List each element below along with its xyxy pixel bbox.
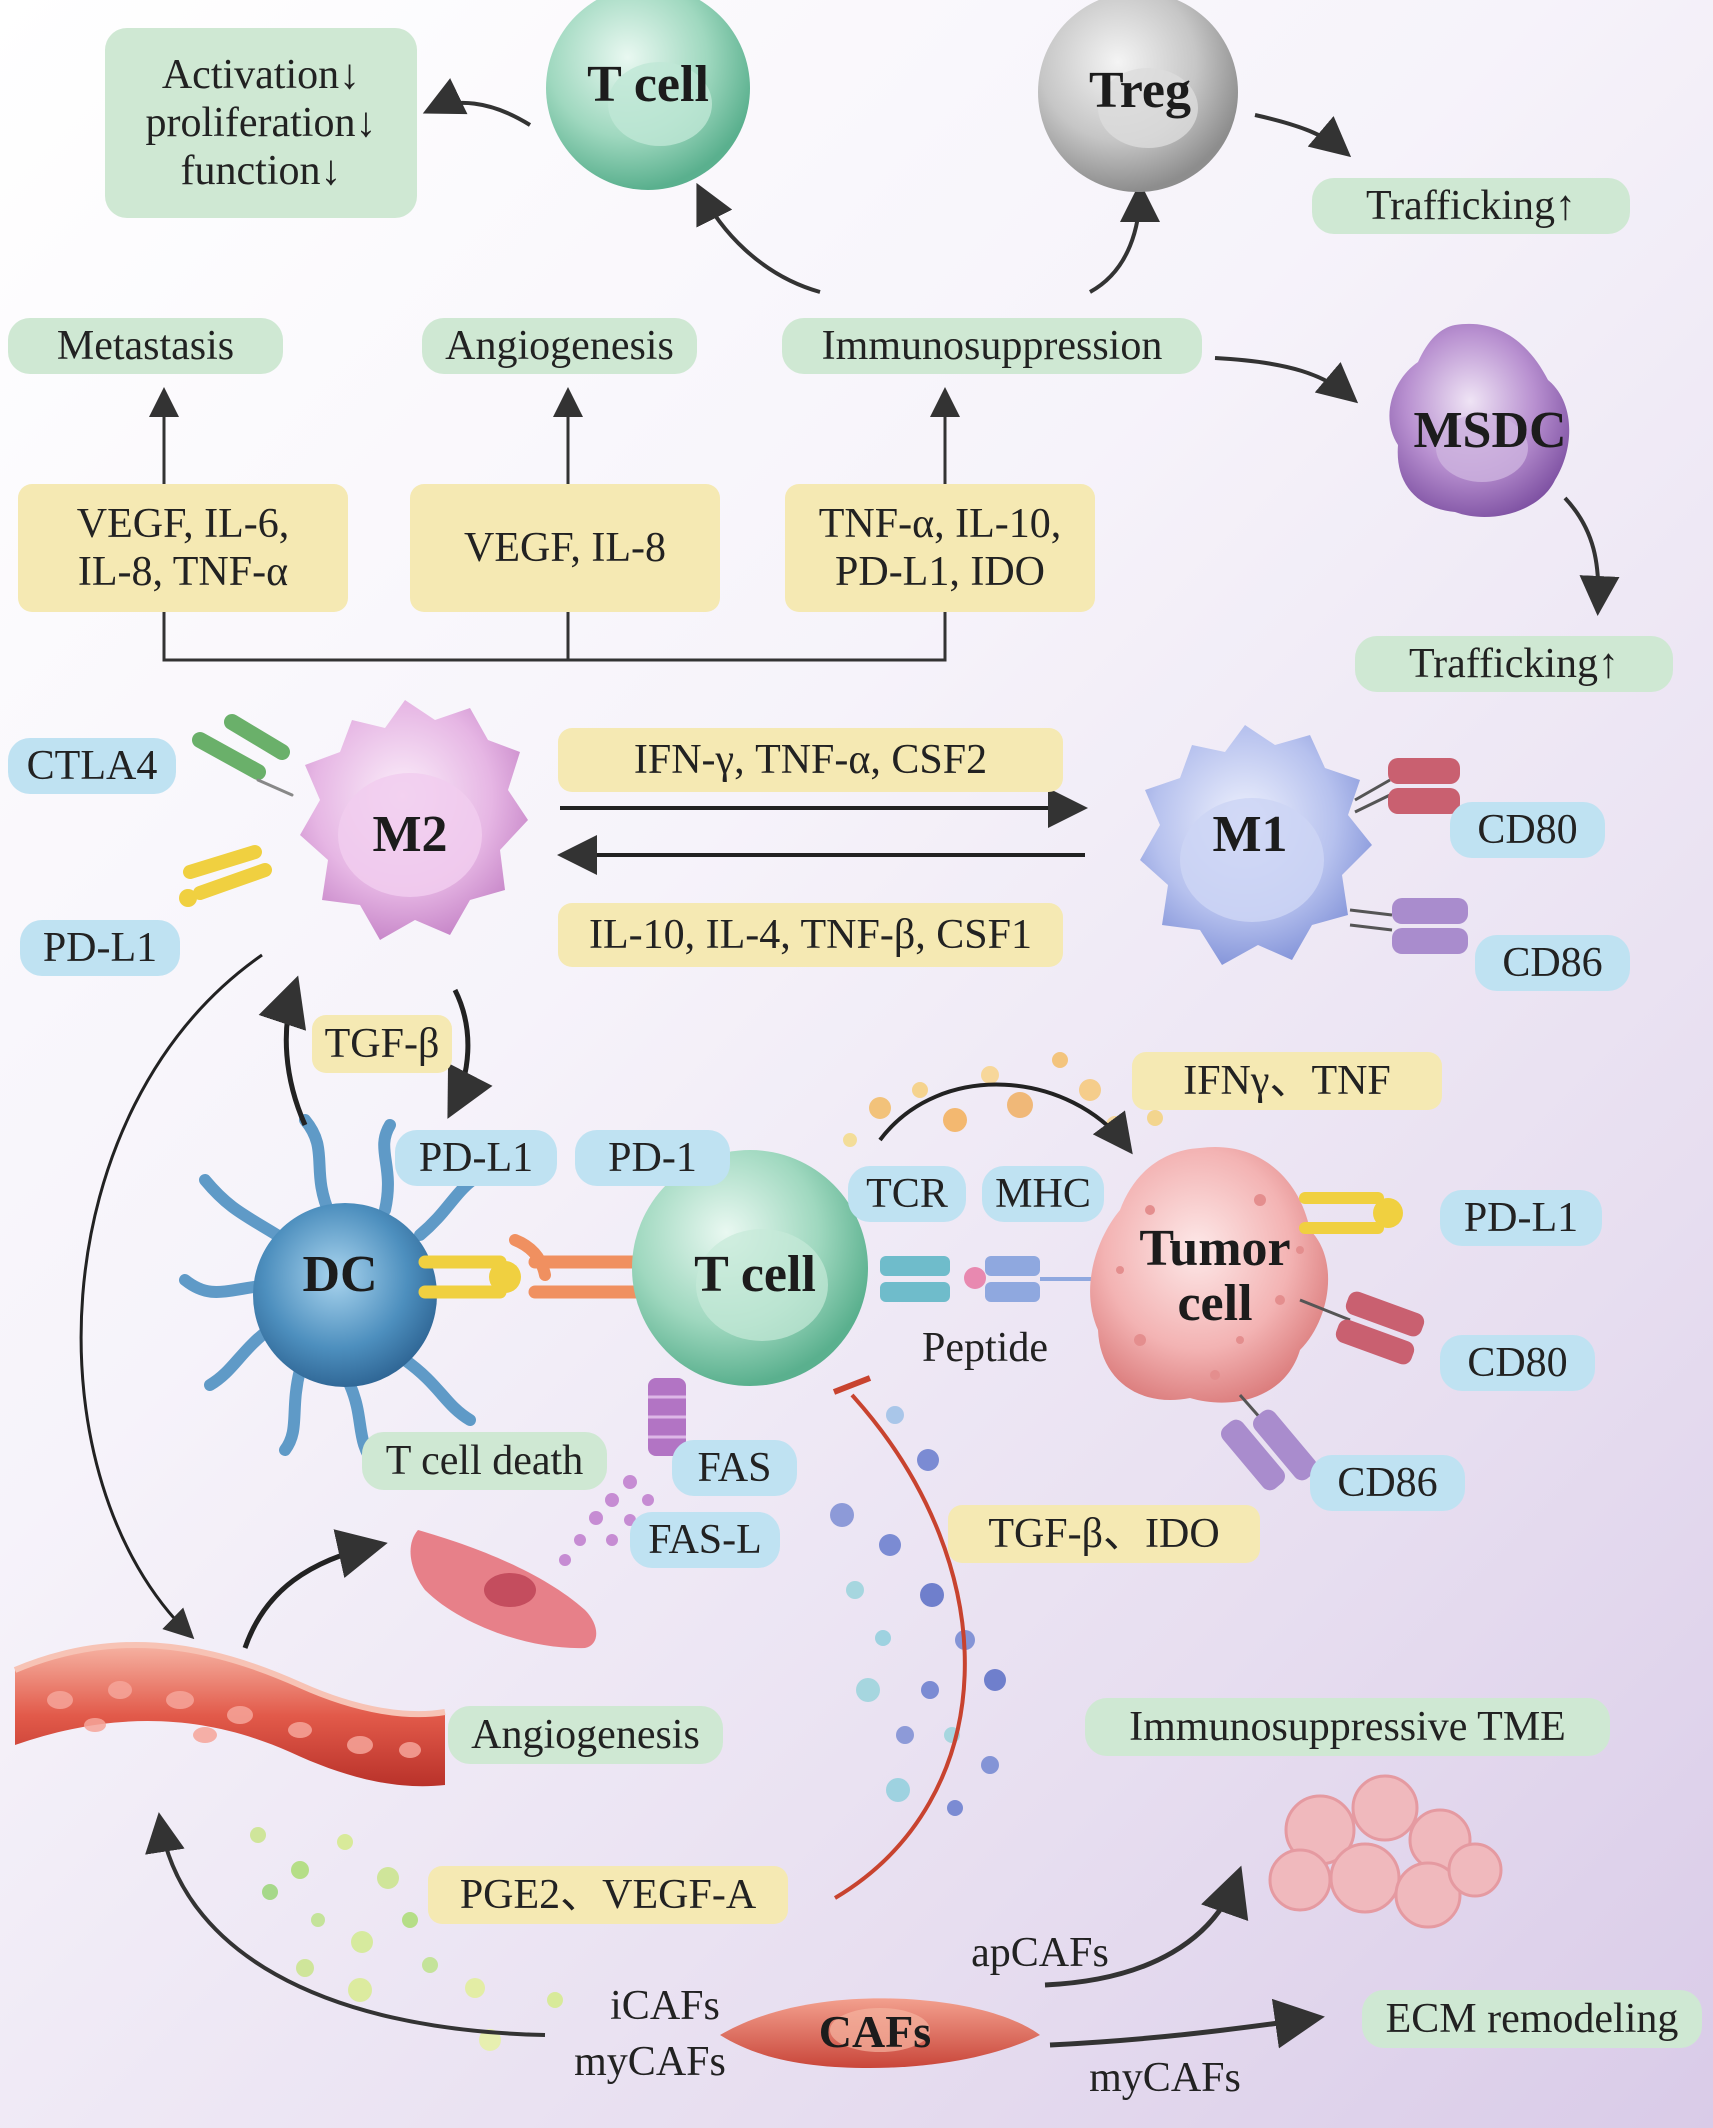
cytokine-dots-ifn (843, 1052, 1163, 1147)
tgfb-label: TGF-β (312, 1015, 452, 1073)
factors-immunosuppression-box: TNF-α, IL-10, PD-L1, IDO (785, 484, 1095, 612)
t-cell-top (546, 0, 750, 190)
blood-vessel (13, 1641, 446, 1787)
tumor-cell (1090, 1146, 1329, 1403)
to-m2-factors-label: IL-10, IL-4, TNF-β, CSF1 (558, 903, 1063, 967)
m1-macrophage (1140, 725, 1372, 965)
tme-cell-cluster (1268, 1774, 1503, 1929)
treg-label: Treg (1088, 62, 1192, 119)
tgfb-arrows (258, 975, 493, 1127)
cd86-m1-receptor-icon (1349, 898, 1468, 954)
t-cell-center (632, 1150, 868, 1386)
polarization-arrows (557, 788, 1088, 875)
cd80-m1-label: CD80 (1450, 802, 1605, 858)
cafs-to-vessel-arrow (145, 1812, 546, 2037)
cafs-label: CAFs (818, 2006, 932, 2057)
tgfb-ido-dots (830, 1406, 1006, 1816)
apcafs-arrow (1044, 1865, 1249, 1988)
m2-macrophage (300, 700, 528, 940)
factor-arrows (149, 387, 960, 662)
pge2-vegfa-label: PGE2、VEGF-A (428, 1866, 788, 1924)
to-m1-factors-label: IFN-γ, TNF-α, CSF2 (558, 728, 1063, 792)
icafs-label: iCAFs (610, 1982, 720, 2029)
mycafs-arrow (1049, 1998, 1325, 2049)
tcell-effect-activation: Activation↓ (161, 51, 361, 98)
ifn-tnf-label: IFNγ、TNF (1132, 1052, 1442, 1110)
tcr-mhc-complex-icon (880, 1256, 1095, 1302)
cd80-tumor-label: CD80 (1440, 1335, 1595, 1391)
pge2-vegfa-dots (250, 1827, 563, 2051)
t-cell-top-label: T cell (587, 56, 709, 113)
t-cell-death-label: T cell death (362, 1432, 607, 1490)
top-arrows (422, 78, 1620, 616)
apcafs-label: apCAFs (971, 1929, 1109, 1976)
tcr-label: TCR (848, 1166, 966, 1222)
pdl1-m2-receptor-icon (179, 845, 272, 907)
dc-label: DC (302, 1246, 378, 1303)
ctla4-receptor-icon (192, 714, 294, 797)
cd80-m1-receptor-icon (1354, 758, 1460, 814)
inhibition-arc (832, 1375, 967, 1900)
factors-metastasis-line2: IL-8, TNF-α (77, 549, 289, 595)
factors-metastasis-box: VEGF, IL-6, IL-8, TNF-α (18, 484, 348, 612)
metastasis-label: Metastasis (8, 318, 283, 374)
pdl1-tumor-label: PD-L1 (1440, 1190, 1602, 1246)
treg-cell (1038, 0, 1238, 192)
pd1-receptor-icon (509, 1234, 647, 1299)
tumor-label: Tumor cell (1120, 1220, 1310, 1332)
pdl1-dc-label: PD-L1 (395, 1130, 557, 1186)
pd1-label: PD-1 (575, 1130, 730, 1186)
factors-metastasis-line1: VEGF, IL-6, (76, 500, 290, 547)
cd80-tumor-receptor-icon (1299, 1291, 1425, 1365)
fas-receptor-icon (648, 1378, 686, 1456)
cd86-m1-label: CD86 (1475, 935, 1630, 991)
treg-trafficking-label: Trafficking↑ (1312, 178, 1630, 234)
tcell-effect-function: function↓ (180, 148, 342, 195)
pdl1-tumor-receptor-icon (1299, 1192, 1403, 1234)
tgfb-ido-label: TGF-β、IDO (948, 1505, 1260, 1563)
pdl1-m2-label: PD-L1 (20, 920, 180, 976)
m2-to-vessel-arrow (79, 953, 263, 1640)
cd86-tumor-receptor-icon (1221, 1394, 1317, 1491)
factors-immuno-line1: TNF-α, IL-10, (818, 500, 1062, 547)
caf-cell (720, 1998, 1040, 2068)
msdc-trafficking-label: Trafficking↑ (1355, 636, 1673, 692)
mhc-label: MHC (982, 1166, 1104, 1222)
fasl-dots-icon (559, 1475, 654, 1566)
mycafs-right-label: myCAFs (1089, 2054, 1241, 2101)
fasl-label: FAS-L (630, 1512, 780, 1568)
m2-label: M2 (372, 806, 448, 863)
msdc-label: MSDC (1413, 402, 1567, 459)
factors-angiogenesis-box: VEGF, IL-8 (410, 484, 720, 612)
tcell-effects-box: Activation↓ proliferation↓ function↓ (105, 28, 417, 218)
tumor-label-line2: cell (1177, 1274, 1253, 1332)
cd86-tumor-label: CD86 (1310, 1455, 1465, 1511)
peptide-label: Peptide (922, 1324, 1048, 1371)
angiogenesis-bottom-label: Angiogenesis (448, 1706, 723, 1764)
pdl1-dc-receptor-icon (418, 1255, 521, 1299)
mycafs-left-label: myCAFs (574, 2038, 726, 2085)
ecm-remodeling-label: ECM remodeling (1362, 1990, 1702, 2048)
immunosuppressive-tme-label: Immunosuppressive TME (1085, 1698, 1610, 1756)
vessel-to-endothelial-arrow (242, 1529, 388, 1649)
endothelial-cell (410, 1530, 597, 1649)
immunosuppression-label: Immunosuppression (782, 318, 1202, 374)
tcell-effect-proliferation: proliferation↓ (145, 99, 377, 146)
msdc-cell (1389, 323, 1570, 517)
dc-cell (179, 1114, 486, 1471)
angiogenesis-top-label: Angiogenesis (422, 318, 697, 374)
factors-immuno-line2: PD-L1, IDO (835, 549, 1045, 595)
ctla4-label: CTLA4 (8, 738, 176, 794)
t-cell-center-label: T cell (694, 1246, 816, 1303)
ifn-arrow (878, 1082, 1133, 1155)
tumor-label-line1: Tumor (1139, 1220, 1291, 1277)
fas-label: FAS (672, 1440, 797, 1496)
m1-label: M1 (1212, 806, 1288, 863)
